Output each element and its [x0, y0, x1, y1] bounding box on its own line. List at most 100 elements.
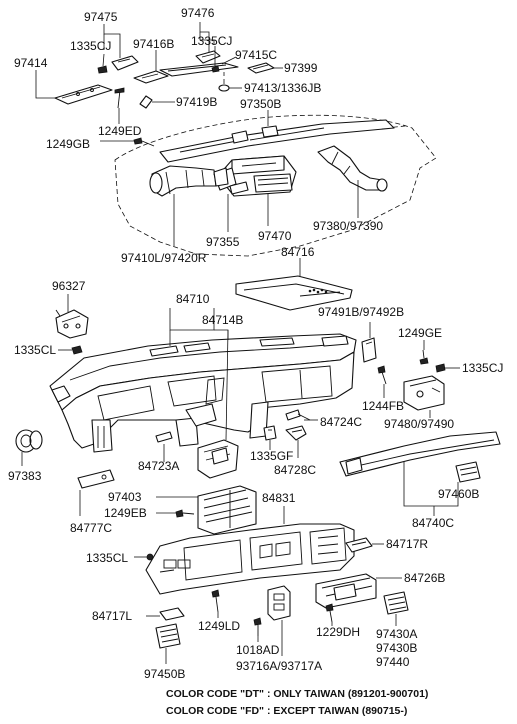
screw-1244fb: [377, 365, 387, 385]
clip-1335cj-right: [435, 363, 446, 373]
left-center-duct-link: [213, 167, 229, 187]
screw-1249ge: [419, 349, 429, 365]
label-1244fb: 1244FB: [362, 399, 404, 413]
vent-bracket-left: [111, 55, 139, 71]
clip-84728c: [285, 425, 307, 441]
panel-84726b: [315, 573, 377, 609]
clip-84723a: [155, 431, 173, 443]
label-84726b: 84726B: [404, 571, 445, 585]
label-1335cj-a: 1335CJ: [70, 39, 111, 53]
label-1249eb: 1249EB: [104, 506, 147, 520]
label-97430a: 97430A: [376, 627, 417, 641]
label-97416b: 97416B: [133, 37, 174, 51]
screw-1249ld: [211, 589, 220, 613]
label-97399: 97399: [284, 61, 318, 75]
bracket-96327: [55, 309, 89, 339]
label-93716a: 93716A/93717A: [236, 659, 322, 673]
upper-cover-84716: [235, 275, 353, 311]
garnish-84717l: [159, 607, 185, 621]
label-84723a: 84723A: [138, 459, 179, 473]
label-1335cj-c: 1335CJ: [462, 361, 503, 375]
screw-1229dh: [325, 603, 334, 623]
knob-97383: [15, 429, 43, 453]
label-1335cl-a: 1335CL: [14, 343, 56, 357]
clip-1335gf: [263, 425, 277, 441]
label-97480: 97480/97490: [384, 417, 454, 431]
right-vent-duct: [317, 145, 388, 192]
color-code-note-dt: COLOR CODE "DT" : ONLY TAIWAN (891201-90…: [166, 688, 428, 700]
clip-1335cj-left: [97, 65, 108, 74]
defroster-nozzle: [159, 119, 395, 163]
bracket-97491b: [361, 337, 377, 363]
label-97350b: 97350B: [240, 97, 281, 111]
label-1335cl-b: 1335CL: [86, 551, 128, 565]
clip-97419b: [139, 95, 153, 109]
screw-1249gb: [133, 137, 155, 147]
vent-bracket-right: [195, 50, 221, 64]
label-1018ad: 1018AD: [236, 643, 280, 657]
label-97415c: 97415C: [235, 48, 277, 62]
label-97491b: 97491B/97492B: [318, 305, 404, 319]
screw-1018ad: [253, 617, 262, 636]
vent-grille-97450b: [155, 623, 181, 649]
label-84710: 84710: [176, 292, 210, 306]
label-97413: 97413/1336JB: [244, 81, 321, 95]
label-1335cj-b: 1335CJ: [191, 34, 232, 48]
label-84724c: 84724C: [320, 415, 362, 429]
label-97355: 97355: [206, 235, 240, 249]
label-1335gf: 1335GF: [250, 449, 293, 463]
label-97430b: 97430B: [376, 641, 417, 655]
label-1229dh: 1229DH: [316, 625, 360, 639]
clip-1335cl-upper: [71, 345, 83, 355]
vent-grille-97430a: [383, 591, 409, 615]
screw-1249ed: [114, 87, 125, 109]
label-97450b: 97450B: [144, 667, 185, 681]
nut-97413: [218, 72, 230, 92]
label-84777c: 84777C: [70, 521, 112, 535]
label-97383: 97383: [8, 469, 42, 483]
label-96327: 96327: [52, 279, 86, 293]
label-97419b: 97419B: [176, 95, 217, 109]
switch-93716a: [267, 585, 291, 621]
color-code-note-fd: COLOR CODE "FD" : EXCEPT TAIWAN (890715-…: [166, 705, 407, 717]
defroster-nozzle-strip: [159, 62, 239, 77]
label-1249ed: 1249ED: [98, 124, 142, 138]
label-97476: 97476: [181, 6, 215, 20]
label-97460b: 97460B: [438, 487, 479, 501]
label-97380: 97380/97390: [313, 219, 383, 233]
clip-84724c: [285, 409, 311, 421]
label-97470: 97470: [258, 229, 292, 243]
garnish-84740c: [339, 431, 501, 477]
center-bracket-84714b: [197, 439, 239, 479]
label-1249ge: 1249GE: [398, 326, 442, 340]
label-97475: 97475: [84, 10, 118, 24]
label-84740c: 84740C: [412, 516, 454, 530]
bracket-97480: [403, 375, 445, 411]
center-vent-duct: [217, 155, 297, 197]
label-84831: 84831: [262, 491, 296, 505]
label-1249gb: 1249GB: [46, 137, 90, 151]
label-97410l: 97410L/97420R: [121, 251, 207, 265]
speaker-grille-small: [247, 62, 275, 74]
left-vent-duct: [149, 165, 217, 197]
defroster-pad: [133, 70, 169, 84]
label-84717l: 84717L: [92, 609, 132, 623]
garnish-84717r: [345, 537, 373, 553]
label-97440: 97440: [376, 655, 410, 669]
label-97414: 97414: [14, 56, 48, 70]
crash-pad-main: [49, 333, 357, 453]
cluster-bezel-84831: [145, 523, 355, 595]
label-84714b: 84714B: [202, 313, 243, 327]
center-vent-97403: [197, 485, 257, 535]
label-1249ld: 1249LD: [198, 619, 240, 633]
label-84716: 84716: [281, 245, 315, 259]
clip-1335cl-lower: [146, 553, 154, 561]
screw-1249eb: [175, 509, 195, 518]
label-84717r: 84717R: [386, 537, 428, 551]
garnish-84777c: [77, 469, 115, 489]
side-defroster-garnish: [54, 84, 113, 105]
vent-grille-97460b: [455, 461, 481, 483]
label-84728c: 84728C: [274, 463, 316, 477]
label-97403: 97403: [108, 490, 142, 504]
